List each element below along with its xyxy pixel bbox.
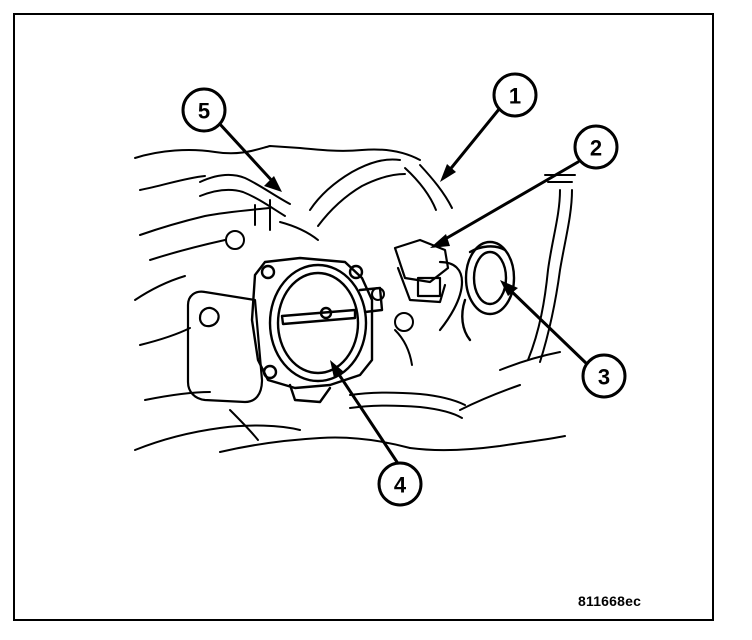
round-valve bbox=[461, 240, 516, 342]
arrowhead-2 bbox=[430, 234, 450, 248]
intake-manifold-outline bbox=[134, 145, 566, 453]
leader-4 bbox=[334, 368, 399, 464]
callout-labels: 1 2 3 4 5 bbox=[198, 84, 610, 498]
callout-circle-5 bbox=[181, 87, 227, 133]
arrowhead-5 bbox=[264, 176, 282, 192]
callout-label-2: 2 bbox=[590, 136, 602, 161]
sensor-connector bbox=[393, 238, 464, 332]
leader-1 bbox=[446, 106, 502, 174]
arrowhead-4 bbox=[330, 360, 344, 378]
figure-frame bbox=[13, 13, 714, 621]
callout-circle-2 bbox=[573, 124, 619, 170]
figure-code: 811668ec bbox=[578, 593, 642, 609]
callout-label-4: 4 bbox=[394, 473, 407, 498]
callout-label-3: 3 bbox=[598, 365, 610, 390]
callout-circle-4 bbox=[377, 461, 423, 507]
callout-label-5: 5 bbox=[198, 99, 210, 124]
leader-2 bbox=[438, 160, 580, 244]
arrowheads bbox=[264, 164, 518, 378]
callout-circle-1 bbox=[492, 72, 538, 118]
callout-label-1: 1 bbox=[509, 84, 521, 109]
lower-hoses bbox=[225, 230, 466, 441]
mounting-bracket bbox=[186, 290, 264, 404]
callout-circles bbox=[181, 72, 627, 507]
leader-3 bbox=[506, 286, 590, 367]
throttle-body bbox=[250, 256, 384, 404]
arrowhead-1 bbox=[440, 164, 456, 182]
vacuum-hoses bbox=[199, 158, 576, 363]
leader-lines bbox=[216, 106, 590, 464]
callout-circle-3 bbox=[581, 353, 627, 399]
leader-5 bbox=[216, 120, 277, 186]
arrowhead-3 bbox=[500, 280, 518, 296]
